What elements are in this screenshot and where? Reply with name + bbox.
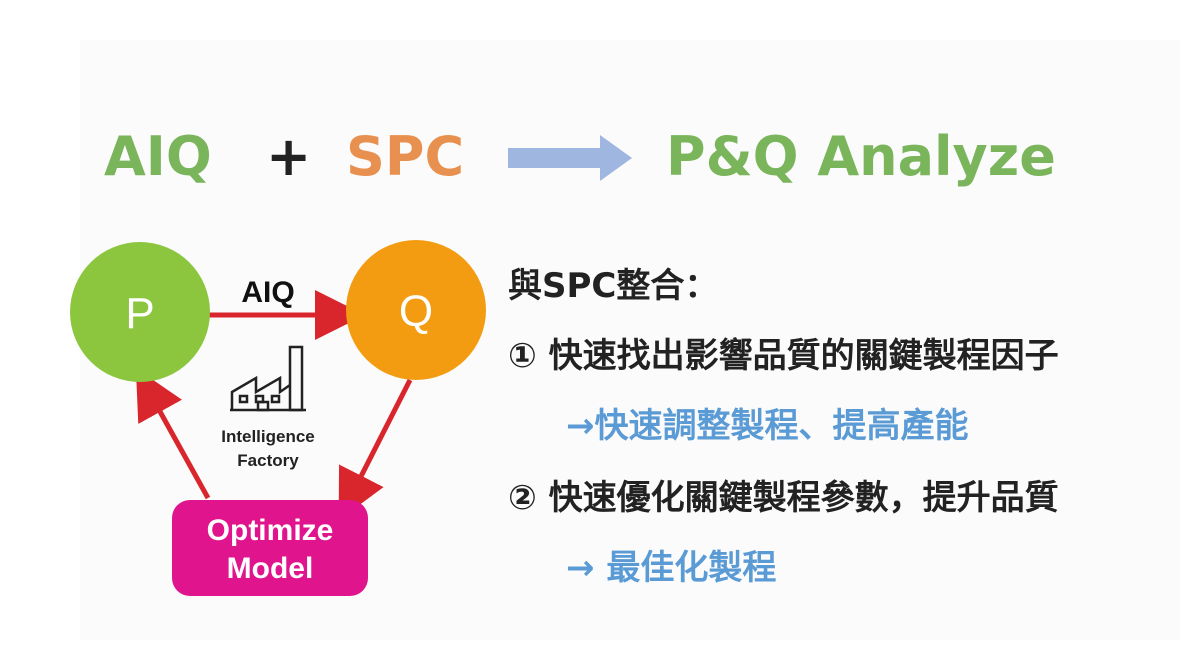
item-2-text: ② 快速優化關鍵製程參數，提升品質	[508, 478, 1059, 518]
headline-spc: SPC	[346, 125, 465, 188]
integration-heading: 與SPC整合：	[508, 266, 719, 306]
headline-result: P&Q Analyze	[666, 125, 1056, 188]
item-2-result: → 最佳化製程	[566, 548, 777, 588]
headline-plus: +	[266, 125, 312, 188]
edge-label-aiq: AIQ	[241, 276, 294, 309]
item-1-text: ① 快速找出影響品質的關鍵製程因子	[508, 336, 1059, 376]
node-optimize-model	[172, 500, 368, 596]
node-q	[346, 240, 486, 380]
right-arrow-icon	[508, 135, 632, 181]
node-p-label: P	[125, 289, 154, 338]
node-p	[70, 242, 210, 382]
headline-aiq: AIQ	[104, 125, 212, 188]
factory-label-line1: Intelligence	[221, 427, 315, 446]
item-1-result: →快速調整製程、提高產能	[566, 406, 969, 446]
pq-cycle-diagram: AIQ P Q Optimize Model Intelligence Fact…	[70, 240, 486, 596]
edge-model-to-p	[135, 368, 211, 500]
factory-label-line2: Factory	[237, 451, 299, 470]
node-model-line1: Optimize	[207, 514, 334, 547]
node-q-label: Q	[399, 287, 433, 336]
edge-q-to-model	[338, 378, 413, 521]
node-model-line2: Model	[227, 552, 314, 585]
factory-icon	[230, 345, 306, 412]
